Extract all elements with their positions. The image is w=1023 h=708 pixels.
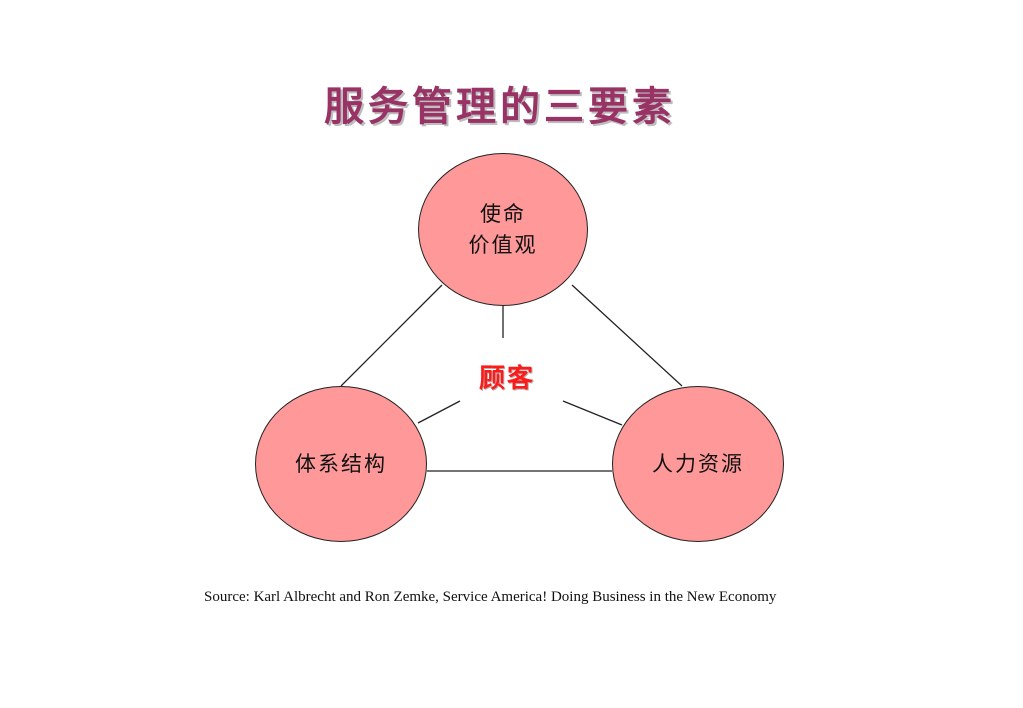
node-mission-values: 使命 价值观 xyxy=(418,153,588,306)
node-mission-label: 使命 xyxy=(480,201,526,226)
connector-top-to-right xyxy=(571,284,683,387)
spoke-right-to-center xyxy=(562,400,623,426)
node-human-resources: 人力资源 xyxy=(612,386,784,542)
node-values-label: 价值观 xyxy=(468,232,538,257)
node-human-resources-label: 人力资源 xyxy=(652,451,744,476)
center-customer-label: 顾客 xyxy=(478,364,535,394)
slide-title: 服务管理的三要素 xyxy=(324,83,676,130)
connector-top-to-left xyxy=(340,284,443,387)
spoke-left-to-center xyxy=(417,400,461,424)
node-system-structure: 体系结构 xyxy=(255,386,427,542)
source-citation: Source: Karl Albrecht and Ron Zemke, Ser… xyxy=(204,589,777,605)
node-system-structure-label: 体系结构 xyxy=(295,451,387,476)
